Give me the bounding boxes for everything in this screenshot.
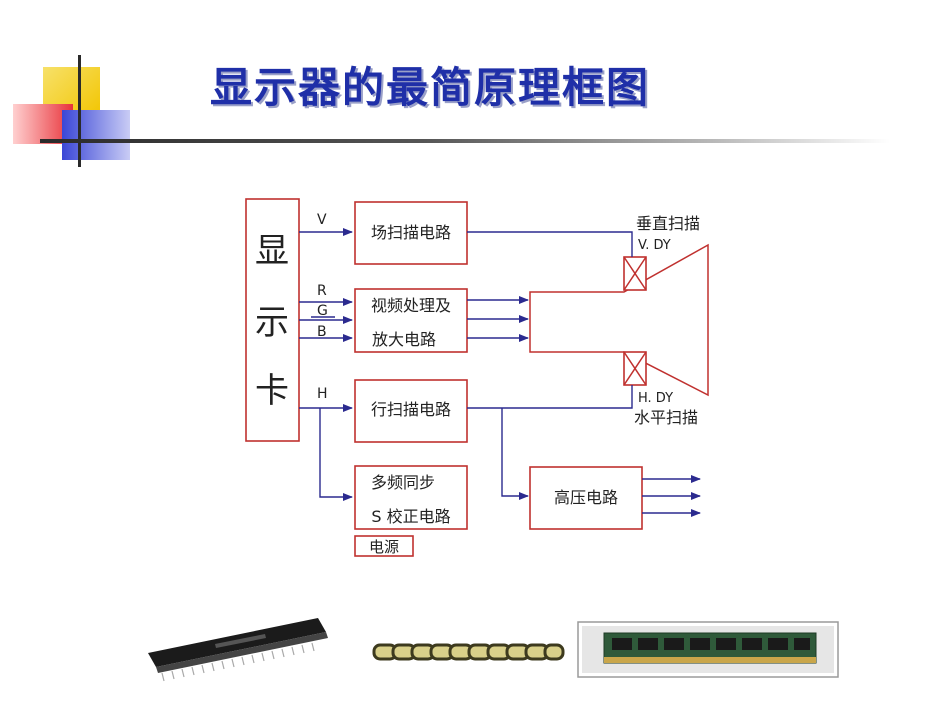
horizontal-yoke-x2: [623, 351, 647, 386]
ic-chip-image: [148, 618, 328, 682]
high-voltage-box: [529, 466, 643, 530]
field-scan-box: [354, 201, 468, 265]
video-amp-box: [354, 288, 468, 353]
horizontal-yoke-code: H. DY: [638, 391, 673, 406]
display-card-box: [245, 198, 300, 442]
deco-horizontal-rule: [40, 139, 890, 143]
h-branch-to-sync: [319, 408, 353, 501]
signal-r-label: R: [317, 283, 327, 299]
sync-correction-box: [354, 465, 468, 530]
power-label-box: [354, 535, 414, 557]
sync-label-1: 多频同步: [371, 473, 435, 492]
card-char-2: 示: [255, 303, 289, 343]
deco-blue-square: [62, 110, 130, 160]
signal-b-label: B: [317, 324, 327, 340]
chain-image: [372, 643, 565, 661]
memory-module-image: [577, 621, 839, 678]
high-voltage-label: 高压电路: [554, 488, 618, 507]
video-amp-label-2: 放大电路: [372, 330, 436, 349]
line-scan-box: [354, 379, 468, 443]
field-scan-label: 场扫描电路: [371, 223, 451, 242]
video-amp-label-1: 视频处理及: [371, 296, 451, 315]
sync-label-2: S 校正电路: [371, 507, 450, 526]
line-to-yoke-wire: [467, 385, 633, 409]
vertical-scan-title: 垂直扫描: [636, 214, 700, 233]
signal-v-label: V: [317, 212, 327, 228]
vertical-yoke-code: V. DY: [638, 238, 671, 253]
power-label: 电源: [369, 538, 399, 556]
page-title: 显示器的最简原理框图: [210, 63, 651, 112]
crt-tube-outline: [529, 243, 709, 397]
line-to-hv-wire: [501, 408, 529, 500]
horizontal-scan-title: 水平扫描: [634, 408, 698, 427]
deco-vertical-line: [78, 55, 81, 167]
field-to-yoke-wire: [467, 231, 633, 257]
card-char-3: 卡: [255, 371, 289, 411]
card-char-1: 显: [255, 231, 289, 271]
signal-h-label: H: [317, 386, 328, 402]
signal-g-label: G: [317, 303, 328, 319]
vertical-yoke-x2: [623, 256, 647, 291]
line-scan-label: 行扫描电路: [371, 400, 451, 419]
